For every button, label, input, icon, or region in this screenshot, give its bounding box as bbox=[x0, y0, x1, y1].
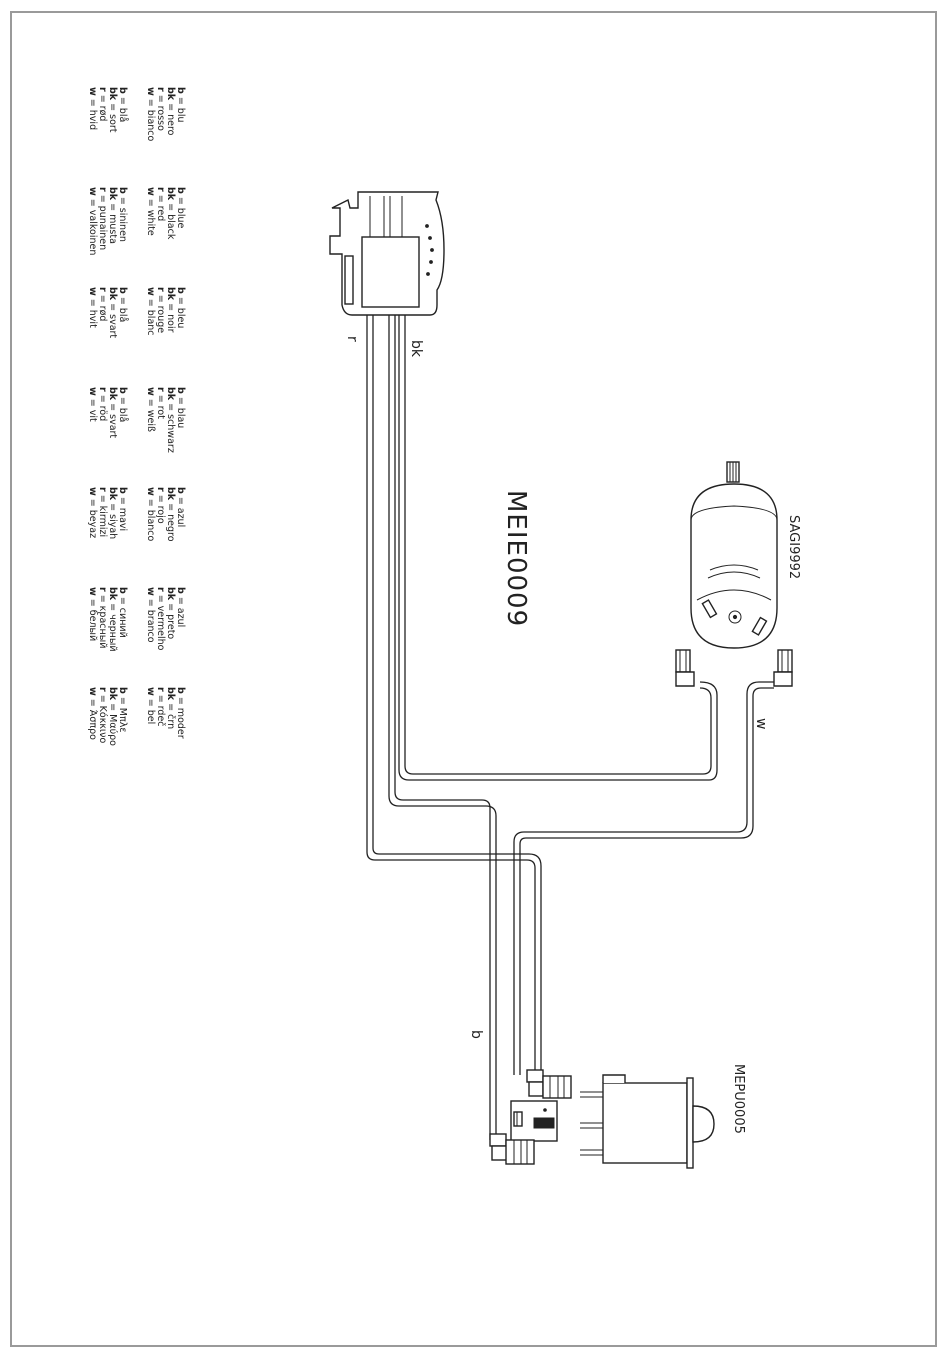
legend-entry: b = bleu bbox=[175, 287, 186, 328]
legend-entry: r = rot bbox=[155, 387, 166, 419]
wire-label-black: bk bbox=[408, 340, 424, 358]
legend-entry: r = vermelho bbox=[155, 587, 166, 651]
legend-entry: w = white bbox=[145, 187, 156, 236]
legend-entry: b = mavi bbox=[117, 487, 128, 531]
legend-entry: w = hvit bbox=[87, 287, 98, 328]
legend-entry: w = branco bbox=[145, 587, 156, 643]
legend-entry: w = vit bbox=[87, 387, 98, 422]
legend-entry: b = blå bbox=[117, 87, 128, 122]
legend-entry: bk = черный bbox=[107, 587, 118, 652]
switch-bridge-connector bbox=[510, 1100, 558, 1142]
wire-white bbox=[513, 681, 774, 1075]
legend-entry: r = rouge bbox=[155, 287, 166, 333]
legend-entry: b = azul bbox=[175, 487, 186, 527]
motor-terminal-white bbox=[773, 649, 793, 687]
legend-entry: bk = svart bbox=[107, 287, 118, 338]
legend-entry: bk = svart bbox=[107, 387, 118, 438]
legend-entry: r = röd bbox=[97, 387, 108, 421]
switch-terminal-top bbox=[526, 1069, 572, 1099]
switch bbox=[580, 1074, 715, 1169]
legend-entry: r = red bbox=[155, 187, 166, 221]
wire-label-red: r bbox=[344, 336, 360, 342]
wire-label-white: w bbox=[753, 718, 769, 729]
legend-entry: w = Άσπρο bbox=[87, 687, 98, 740]
legend-entry: r = красный bbox=[97, 587, 108, 648]
legend-entry: w = hvid bbox=[87, 87, 98, 130]
legend-entry: w = beyaz bbox=[87, 487, 98, 538]
legend-entry: w = белый bbox=[87, 587, 98, 641]
legend-entry: b = sininen bbox=[117, 187, 128, 242]
legend-entry: bk = noir bbox=[165, 287, 176, 333]
legend-entry: r = rød bbox=[97, 287, 108, 321]
legend-entry: r = Κόκκινο bbox=[97, 687, 108, 743]
legend-entry: b = синий bbox=[117, 587, 128, 638]
legend-entry: b = blå bbox=[117, 287, 128, 322]
legend-entry: b = blue bbox=[175, 187, 186, 229]
legend-entry: bk = Μαύρο bbox=[107, 687, 118, 746]
legend-entry: w = blanco bbox=[145, 487, 156, 542]
legend-entry: b = azul bbox=[175, 587, 186, 627]
legend-entry: w = bianco bbox=[145, 87, 156, 142]
legend-entry: bk = negro bbox=[165, 487, 176, 542]
wire-black bbox=[398, 315, 718, 781]
switch-terminal-bottom bbox=[489, 1133, 535, 1165]
legend-entry: r = kirmizi bbox=[97, 487, 108, 537]
page-border bbox=[10, 11, 937, 1347]
legend-entry: w = valkoinen bbox=[87, 187, 98, 255]
legend-entry: w = blanc bbox=[145, 287, 156, 336]
legend-entry: bk = nero bbox=[165, 87, 176, 136]
legend-entry: r = rdeč bbox=[155, 687, 166, 727]
legend-entry: bk = siyah bbox=[107, 487, 118, 539]
legend-entry: bk = schwarz bbox=[165, 387, 176, 453]
motor-terminal-black bbox=[675, 649, 695, 687]
legend-entry: b = blau bbox=[175, 387, 186, 428]
legend-entry: r = rosso bbox=[155, 87, 166, 131]
legend-entry: bk = black bbox=[165, 187, 176, 240]
legend-entry: w = bel bbox=[145, 687, 156, 724]
wire-blue bbox=[388, 315, 497, 1140]
legend-entry: bk = črn bbox=[165, 687, 176, 729]
legend-entry: bk = preto bbox=[165, 587, 176, 639]
multi-pin-connector bbox=[329, 191, 445, 316]
legend-entry: bk = sort bbox=[107, 87, 118, 133]
legend-entry: bk = musta bbox=[107, 187, 118, 244]
legend-entry: b = blå bbox=[117, 387, 128, 422]
legend-entry: w = weiß bbox=[145, 387, 156, 432]
switch-part-code: MEPU0005 bbox=[731, 1064, 746, 1134]
wire-label-blue: b bbox=[468, 1030, 484, 1039]
legend-entry: r = rojo bbox=[155, 487, 166, 524]
legend-entry: b = moder bbox=[175, 687, 186, 739]
legend-entry: r = punainen bbox=[97, 187, 108, 250]
legend-entry: b = blu bbox=[175, 87, 186, 123]
legend-entry: b = Μπλε bbox=[117, 687, 128, 733]
motor-part-code: SAGI9992 bbox=[786, 515, 801, 579]
motor bbox=[690, 461, 778, 649]
legend-entry: r = rød bbox=[97, 87, 108, 121]
wire-red bbox=[366, 315, 542, 1075]
diagram-title: MEIE0009 bbox=[501, 490, 531, 627]
